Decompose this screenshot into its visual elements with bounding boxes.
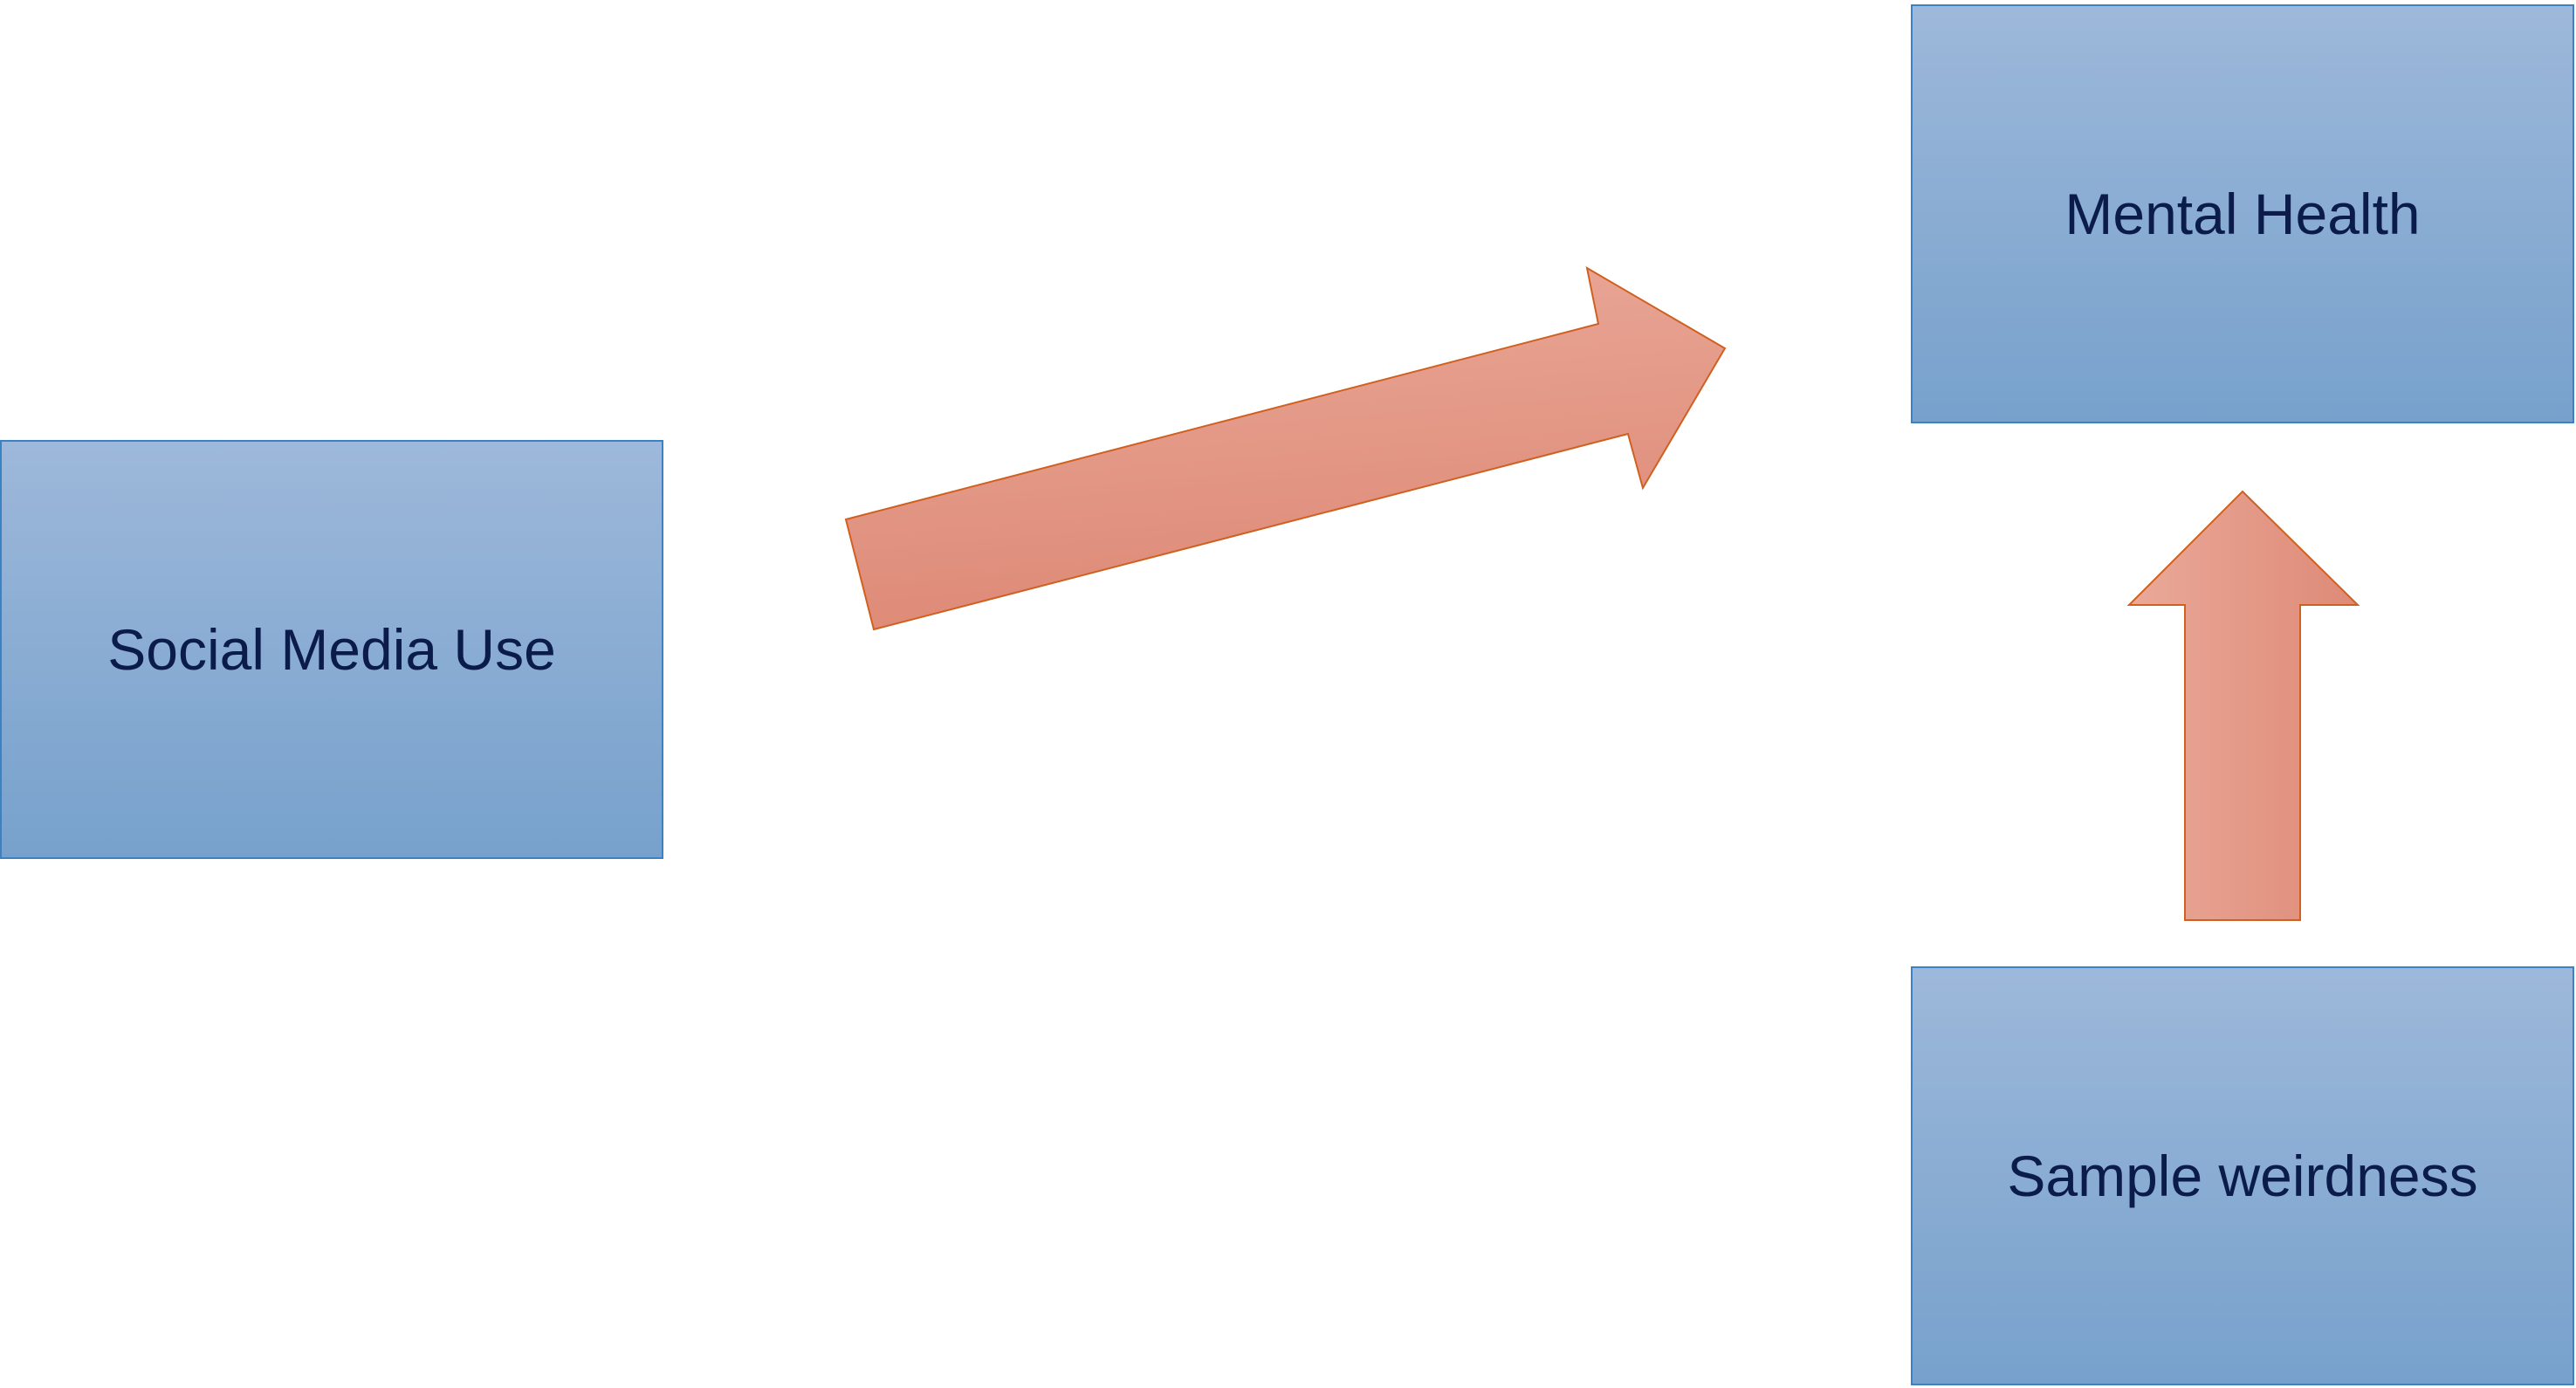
node-mental-health: Mental Health xyxy=(1911,4,2574,423)
node-label: Mental Health xyxy=(2064,182,2421,246)
arrow-sample-to-mental xyxy=(2126,490,2360,921)
arrow-social-to-mental xyxy=(844,266,1727,631)
node-sample-weirdness: Sample weirdness xyxy=(1911,966,2574,1385)
node-label: Social Media Use xyxy=(107,617,556,682)
node-social-media-use: Social Media Use xyxy=(0,440,663,859)
node-label: Sample weirdness xyxy=(2007,1144,2478,1208)
